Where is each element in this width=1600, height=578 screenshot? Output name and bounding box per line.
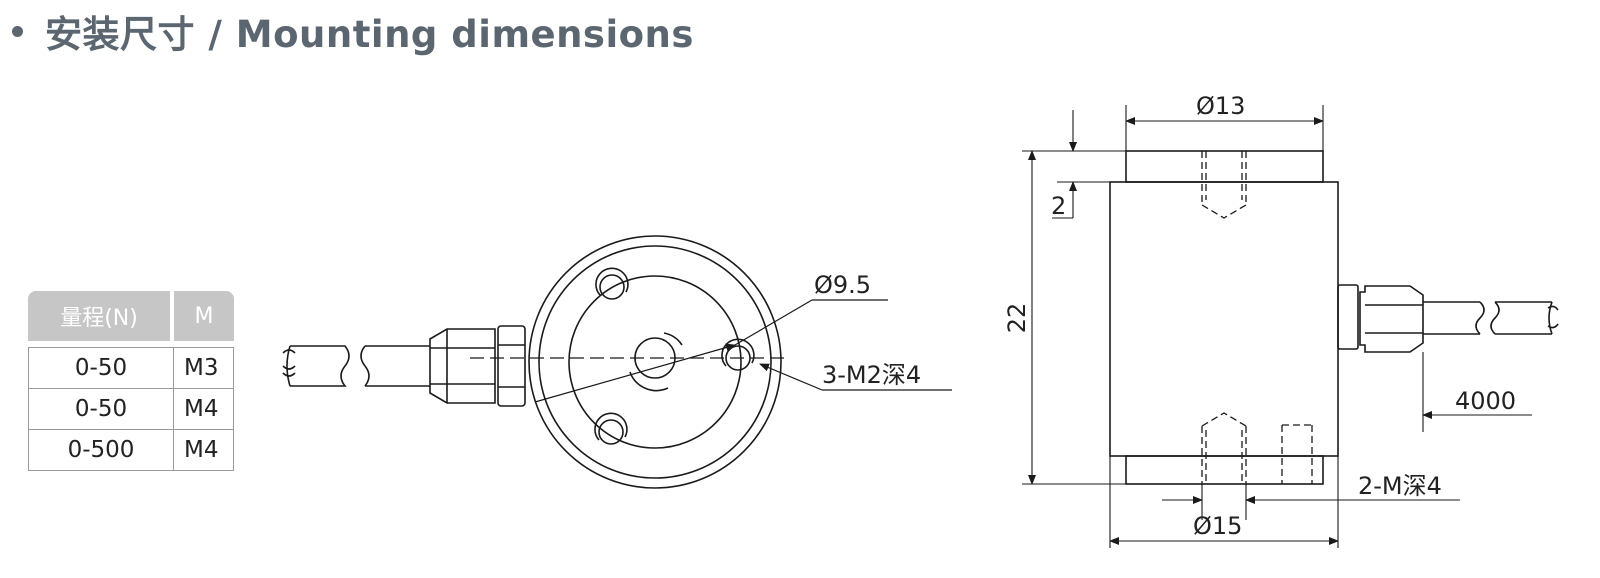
top-diameter-dimension: Ø13 [1196, 92, 1245, 120]
cable-length-dimension: 4000 [1455, 387, 1516, 415]
thread-cell: M4 [174, 389, 234, 430]
section-header: 安装尺寸 / Mounting dimensions [12, 6, 694, 56]
step-dimension: 2 [1051, 192, 1066, 220]
table-header-range: 量程(N) [28, 291, 174, 341]
bullet-icon [12, 25, 23, 37]
bottom-threads-dimension: 2-M深4 [1358, 472, 1442, 500]
main-body [1109, 181, 1339, 457]
hidden-thread-bottom [1201, 412, 1247, 484]
holes-dimension: 3-M2深4 [822, 361, 921, 389]
table-row: 0-50 M4 [28, 389, 234, 430]
section-title: 安装尺寸 / Mounting dimensions [45, 13, 694, 56]
outer-flange-circle [528, 235, 782, 489]
mounting-hole [594, 412, 628, 445]
range-cell: 0-50 [28, 347, 174, 389]
range-cell: 0-500 [28, 430, 174, 471]
cable-left [282, 345, 430, 387]
thread-cell: M4 [174, 430, 234, 471]
bottom-diameter-dimension: Ø15 [1193, 512, 1242, 540]
table-header-thread: M [174, 291, 234, 341]
mounting-hole [595, 267, 629, 300]
top-cap [1125, 150, 1324, 183]
range-cell: 0-50 [28, 389, 174, 430]
side-view [1022, 105, 1559, 548]
cable-right [1423, 301, 1559, 335]
hole-circle-dimension: Ø9.5 [814, 271, 871, 299]
hidden-thread-side [1281, 424, 1313, 484]
cable-fitting [429, 325, 526, 407]
cable-connector-right [1337, 284, 1424, 353]
inner-circle [568, 275, 742, 449]
height-dimension: 22 [1003, 303, 1031, 334]
spec-table: 量程(N) M 0-50 M3 0-50 M4 0-500 M4 [28, 291, 234, 471]
bottom-cap [1125, 455, 1324, 485]
table-row: 0-50 M3 [28, 347, 234, 389]
table-row: 0-500 M4 [28, 430, 234, 471]
body-circle [538, 245, 772, 479]
top-view [282, 235, 952, 489]
thread-cell: M3 [174, 347, 234, 389]
hidden-thread-top [1201, 151, 1247, 219]
